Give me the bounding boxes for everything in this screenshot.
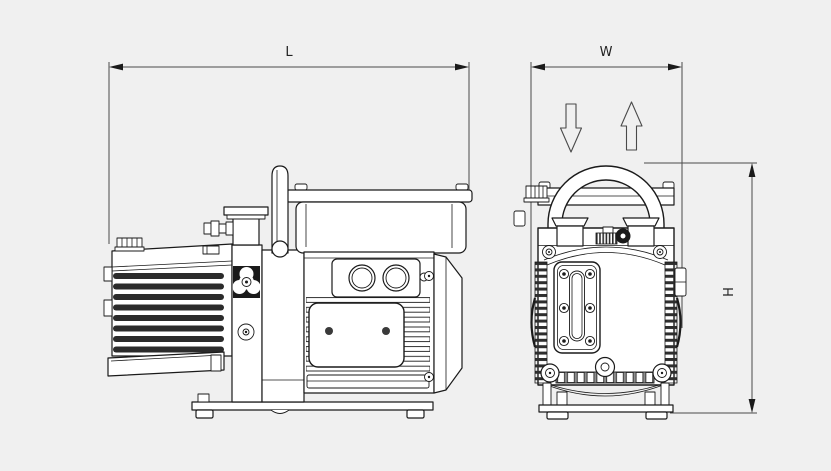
bottom-hardware <box>538 356 674 420</box>
handle-mounts <box>551 217 660 247</box>
foot <box>406 409 425 419</box>
front-cover-plate <box>553 261 601 354</box>
cable-glands <box>331 258 421 298</box>
dim-arrowhead <box>668 63 682 71</box>
dim-arrowhead <box>748 163 756 177</box>
down-arrow-icon <box>559 103 583 153</box>
oil-sight-glass <box>107 351 225 377</box>
dim-arrowhead <box>455 63 469 71</box>
foot <box>645 411 668 420</box>
terminal-box <box>285 183 473 254</box>
dim-arrowhead <box>109 63 123 71</box>
dimension-w-label: W <box>600 45 613 60</box>
dimension-h-label: H <box>722 287 737 297</box>
front-view <box>513 165 687 420</box>
handle-bracket-hole <box>271 240 289 258</box>
base-plate <box>191 393 434 419</box>
foot <box>546 411 569 420</box>
side-view <box>103 165 473 419</box>
dim-arrowhead <box>748 399 756 413</box>
base-plate-front <box>538 404 674 413</box>
housing-screw <box>237 323 255 341</box>
cooling-fin-edges <box>530 261 682 384</box>
motor-end-cap <box>433 253 463 394</box>
inlet-port <box>223 206 269 246</box>
oil-fill-plug <box>114 237 145 252</box>
motor <box>303 251 463 394</box>
up-arrow-icon <box>620 101 643 151</box>
sight-slot <box>569 270 585 342</box>
dimension-h: H <box>644 162 757 414</box>
gas-ballast-knob <box>232 266 261 298</box>
carrying-handle-side <box>271 165 289 258</box>
pump-body <box>103 243 233 357</box>
oil-fill-plug-front <box>513 185 550 227</box>
dim-arrowhead <box>531 63 545 71</box>
motor-nameplate <box>308 302 405 368</box>
hose-fitting <box>203 220 234 237</box>
coupling-housing <box>261 249 305 403</box>
dimension-l-label: L <box>285 45 293 60</box>
dimension-l: L <box>108 45 470 244</box>
foot <box>195 409 214 419</box>
corner-bolt <box>540 363 672 383</box>
corner-screw <box>542 245 667 259</box>
cooling-fins <box>113 273 224 353</box>
gas-ballast-front <box>595 226 631 245</box>
plate-screws <box>558 268 596 347</box>
